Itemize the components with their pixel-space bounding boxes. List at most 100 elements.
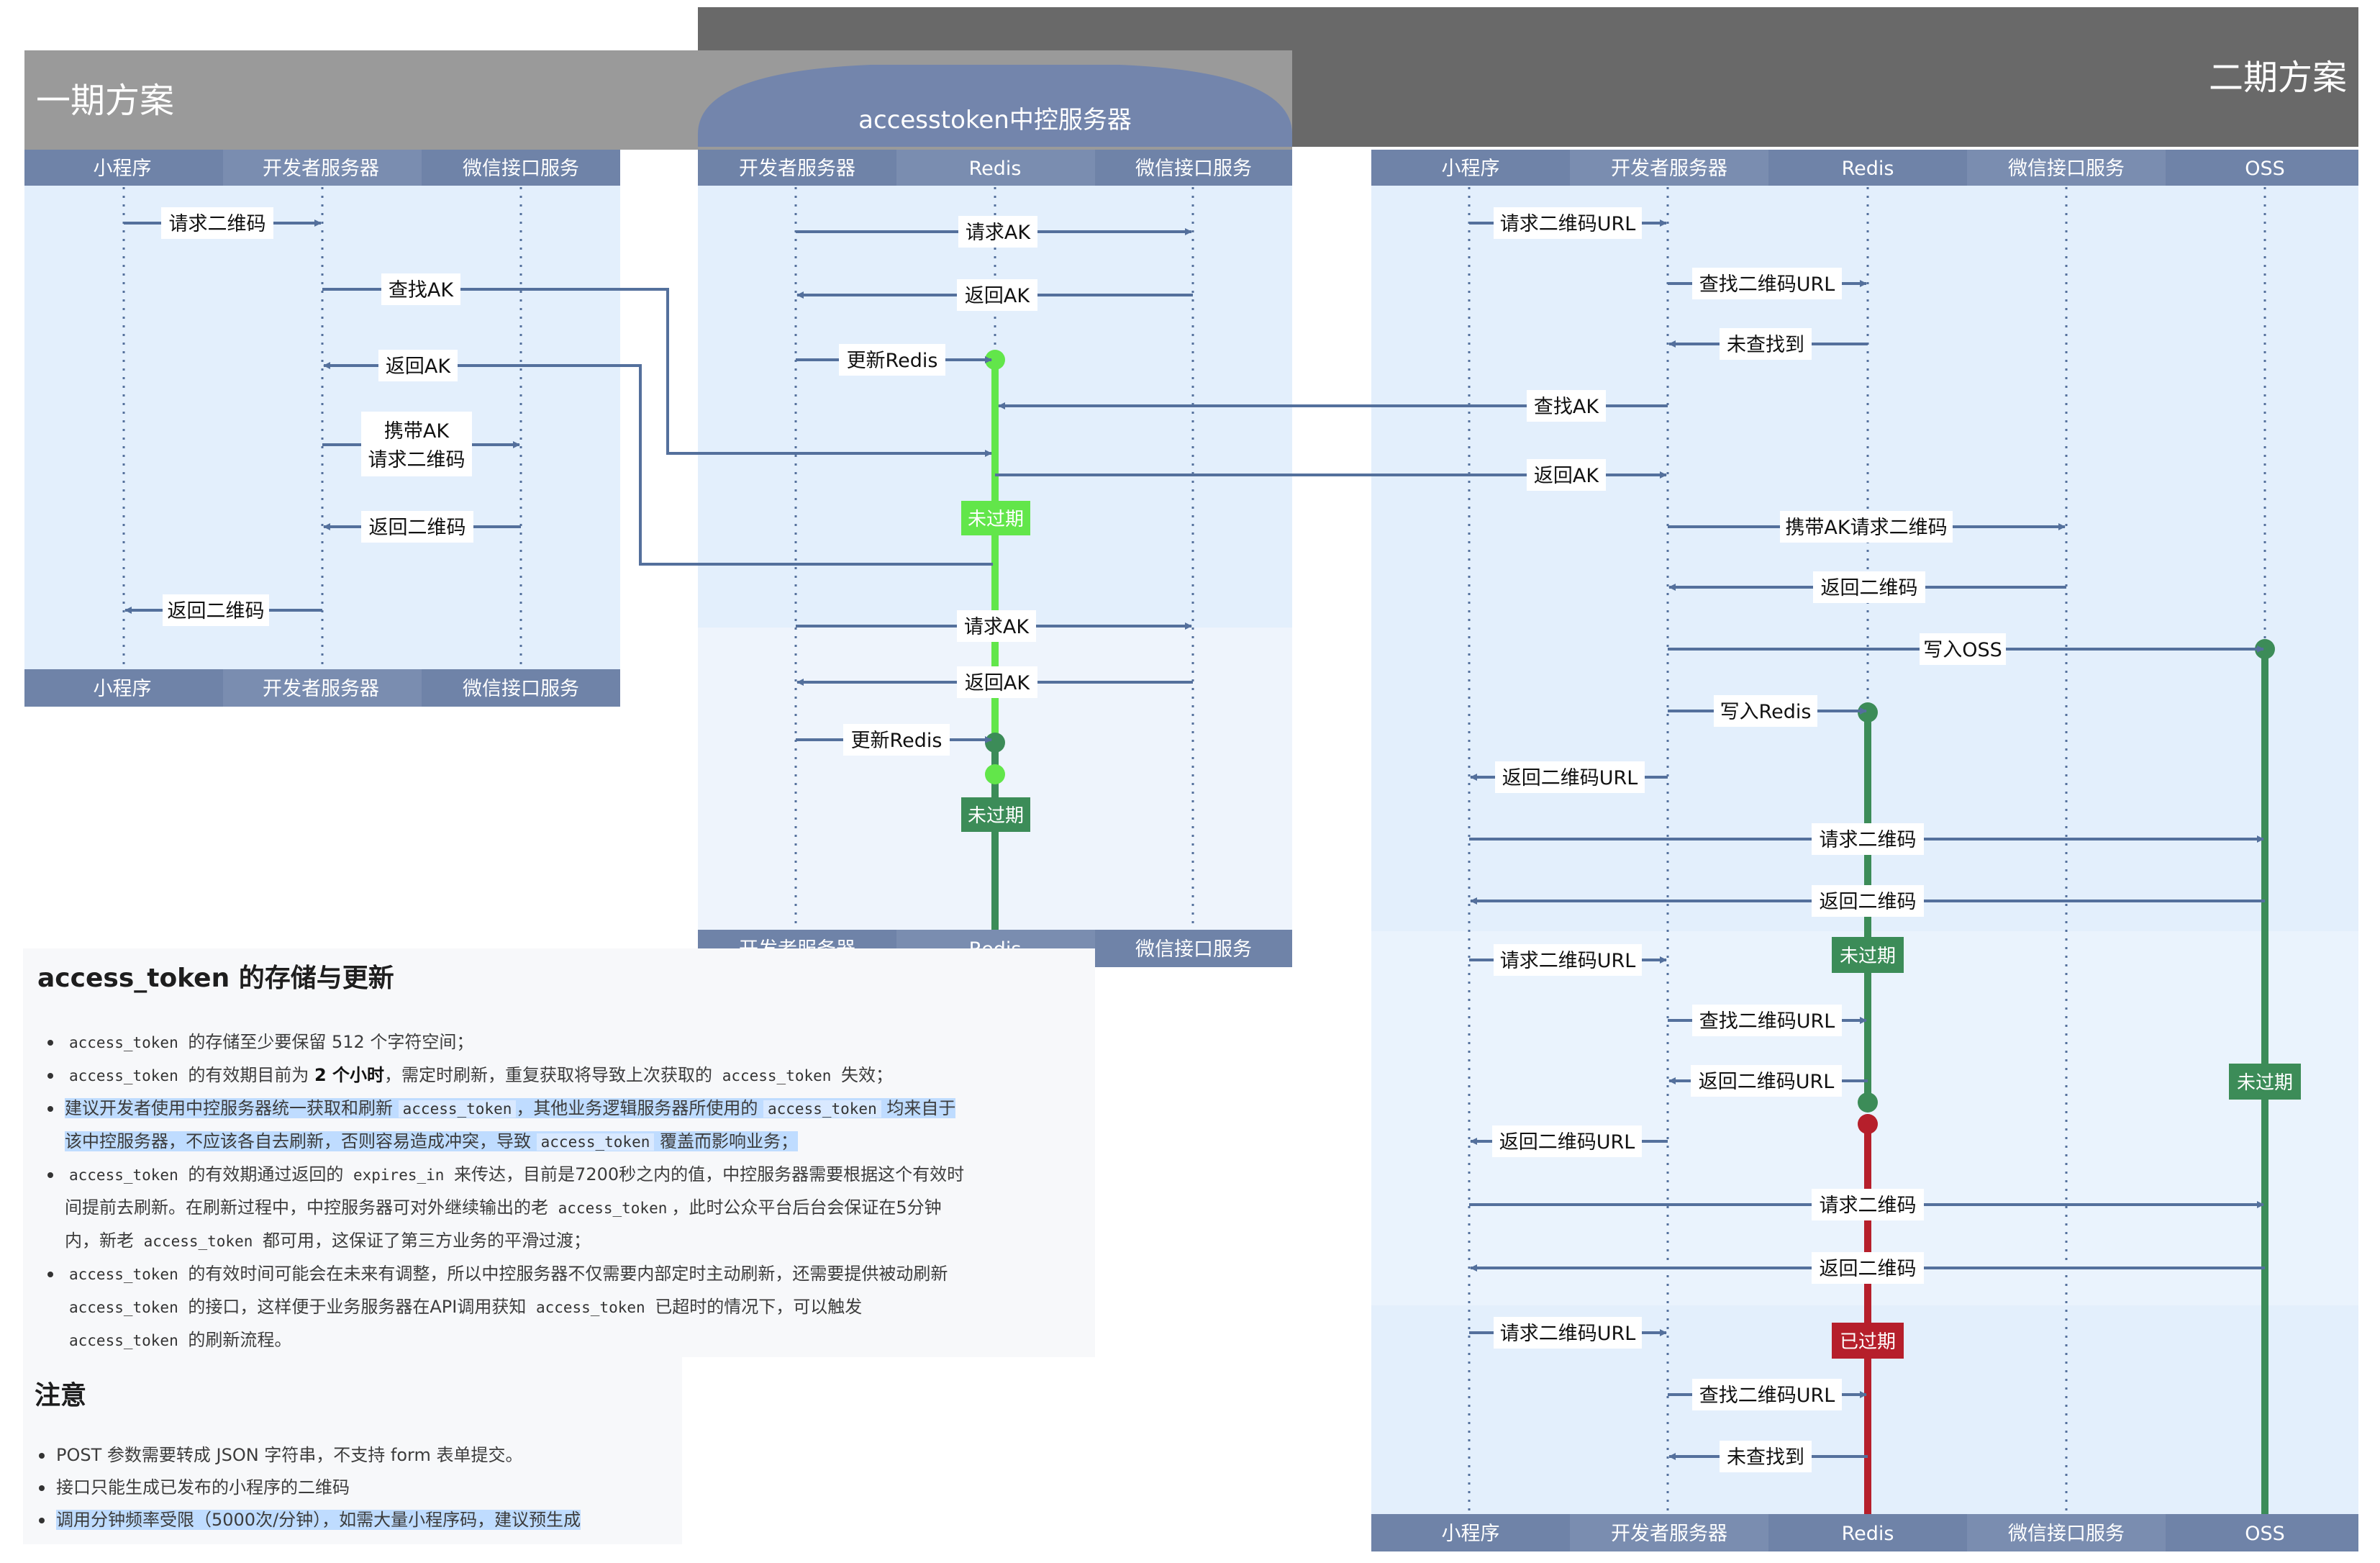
svg-text:返回二维码: 返回二维码	[1820, 1258, 1917, 1280]
svg-text:返回二维码: 返回二维码	[369, 517, 466, 539]
svg-text:返回二维码: 返回二维码	[1820, 891, 1917, 913]
svg-text:查找AK: 查找AK	[389, 279, 454, 302]
msg-p2-return-qrcode: 返回二维码	[1813, 571, 1925, 603]
lane-label-dev: 开发者服务器	[1611, 158, 1727, 180]
msg-p2-find-url-2: 查找二维码URL	[1692, 1005, 1842, 1036]
msg-p2-find-url-3: 查找二维码URL	[1692, 1379, 1842, 1410]
svg-text:未过期: 未过期	[968, 509, 1024, 530]
msg-p2-return-qrcode-3: 返回二维码	[1812, 1252, 1924, 1284]
central-title: accesstoken中控服务器	[858, 106, 1132, 135]
lane-label-mini: 小程序	[1442, 158, 1500, 180]
msg-p2-not-found-2: 未查找到	[1720, 1441, 1812, 1472]
svg-text:查找AK: 查找AK	[1534, 396, 1599, 418]
lane-label-wx: 微信接口服务	[463, 678, 579, 700]
svg-text:写入Redis: 写入Redis	[1720, 701, 1812, 723]
msg-p2-write-oss: 写入OSS	[1920, 633, 2006, 665]
msg-p2-return-url: 返回二维码URL	[1495, 761, 1645, 793]
msg-p1-return-ak: 返回AK	[378, 350, 458, 381]
note2-item-highlighted: 调用分钟频率受限（5000次/分钟），如需大量小程序码，建议预生成	[29, 1504, 676, 1536]
phase2-badge-valid-oss: 未过期	[2229, 1064, 2301, 1100]
phase2-badge-valid-redis: 未过期	[1832, 937, 1904, 973]
svg-text:返回AK: 返回AK	[965, 285, 1030, 307]
lane-label-wx: 微信接口服务	[463, 158, 579, 180]
msg-p2-not-found: 未查找到	[1720, 328, 1812, 360]
phase2-title: 二期方案	[2209, 58, 2347, 98]
msg-p2-request-qrcode: 请求二维码	[1812, 823, 1924, 855]
phase2-badge-expired: 已过期	[1832, 1323, 1904, 1359]
msg-p2-request-url: 请求二维码URL	[1494, 207, 1642, 239]
lane-label-wx: 微信接口服务	[2008, 158, 2125, 180]
msg-p2-request-qrcode-2: 请求二维码	[1812, 1189, 1924, 1220]
msg-p1-return-qrcode-2: 返回二维码	[163, 594, 269, 626]
svg-text:返回AK: 返回AK	[965, 672, 1030, 694]
svg-text:返回二维码URL: 返回二维码URL	[1699, 1071, 1835, 1093]
svg-text:查找二维码URL: 查找二维码URL	[1699, 273, 1835, 296]
msg-p1-find-ak: 查找AK	[381, 273, 460, 305]
svg-text:携带AK请求二维码: 携带AK请求二维码	[1785, 517, 1947, 539]
central-header-cap	[698, 65, 1292, 147]
lane-label-redis: Redis	[1842, 1523, 1894, 1545]
svg-text:请求AK: 请求AK	[964, 616, 1030, 638]
msg-c-update-redis-2: 更新Redis	[843, 724, 950, 756]
svg-text:未过期: 未过期	[968, 805, 1024, 827]
msg-p2-return-url-3: 返回二维码URL	[1492, 1125, 1642, 1157]
msg-p2-carry-ak: 携带AK请求二维码	[1780, 511, 1953, 543]
notes-list: access_token 的存储至少要保留 512 个字符空间； access_…	[37, 1026, 1088, 1357]
svg-text:返回二维码: 返回二维码	[1821, 577, 1918, 599]
svg-text:返回二维码URL: 返回二维码URL	[1499, 1131, 1635, 1154]
svg-text:请求二维码: 请求二维码	[1820, 829, 1917, 851]
lane-label-oss: OSS	[2245, 1523, 2285, 1545]
msg-c-request-ak-2: 请求AK	[957, 610, 1036, 642]
svg-text:未查找到: 未查找到	[1727, 1446, 1804, 1469]
lane-label-dev: 开发者服务器	[1611, 1523, 1727, 1545]
msg-p2-request-url-3: 请求二维码URL	[1494, 1317, 1642, 1349]
phase1-bottom-lanes: 小程序 开发者服务器 微信接口服务	[24, 669, 620, 707]
svg-text:已过期: 已过期	[1840, 1331, 1896, 1353]
lane-label-dev: 开发者服务器	[739, 158, 855, 180]
notes-title: access_token 的存储与更新	[37, 964, 394, 993]
notes2-list: POST 参数需要转成 JSON 字符串，不支持 form 表单提交。 接口只能…	[29, 1439, 676, 1536]
note-item: access_token 的有效期目前为 2 个小时，需定时刷新，重复获取将导致…	[37, 1059, 1088, 1092]
msg-c-request-ak: 请求AK	[958, 216, 1037, 248]
phase1-top-lanes: 小程序 开发者服务器 微信接口服务	[24, 150, 620, 186]
svg-text:未过期: 未过期	[2237, 1072, 2293, 1094]
msg-p1-request-qrcode: 请求二维码	[161, 207, 273, 239]
notes2-title: 注意	[35, 1381, 87, 1410]
msg-p1-return-qrcode: 返回二维码	[361, 511, 473, 543]
svg-text:请求二维码: 请求二维码	[169, 213, 266, 235]
msg-p2-return-ak: 返回AK	[1527, 459, 1606, 491]
lane-label-oss: OSS	[2245, 158, 2285, 180]
svg-text:写入OSS: 写入OSS	[1923, 639, 2002, 661]
lane-label-wx: 微信接口服务	[1135, 938, 1252, 961]
lane-label-dev: 开发者服务器	[263, 678, 379, 700]
svg-text:返回AK: 返回AK	[386, 355, 451, 378]
lane-label-mini: 小程序	[94, 158, 152, 180]
note-item: access_token 的存储至少要保留 512 个字符空间；	[37, 1026, 1088, 1059]
lane-label-redis: Redis	[969, 158, 1022, 180]
svg-text:更新Redis: 更新Redis	[851, 730, 943, 752]
notes-panel	[23, 948, 1095, 1357]
svg-text:未查找到: 未查找到	[1727, 334, 1804, 356]
lane-label-mini: 小程序	[94, 678, 152, 700]
msg-p2-find-url: 查找二维码URL	[1692, 268, 1842, 299]
svg-text:查找二维码URL: 查找二维码URL	[1699, 1010, 1835, 1033]
msg-c-update-redis: 更新Redis	[839, 344, 945, 376]
msg-c-return-ak: 返回AK	[957, 279, 1037, 311]
svg-text:请求二维码: 请求二维码	[368, 449, 465, 471]
lane-label-mini: 小程序	[1442, 1523, 1500, 1545]
svg-text:请求二维码: 请求二维码	[1820, 1195, 1917, 1217]
central-badge-valid-2: 未过期	[961, 797, 1030, 832]
central-top-lanes: 开发者服务器 Redis 微信接口服务	[698, 150, 1292, 186]
msg-p2-write-redis: 写入Redis	[1714, 695, 1817, 727]
phase1-title: 一期方案	[36, 81, 174, 121]
msg-p2-return-qrcode-2: 返回二维码	[1812, 885, 1924, 917]
svg-text:请求AK: 请求AK	[966, 222, 1031, 244]
lifelines	[122, 187, 2068, 1514]
svg-text:返回二维码: 返回二维码	[168, 600, 265, 622]
phase2-bottom-lanes: 小程序 开发者服务器 Redis 微信接口服务 OSS	[1371, 1514, 2358, 1551]
svg-text:携带AK: 携带AK	[384, 420, 450, 443]
central-badge-valid-1: 未过期	[961, 501, 1030, 535]
svg-text:请求二维码URL: 请求二维码URL	[1500, 213, 1636, 235]
svg-text:请求二维码URL: 请求二维码URL	[1500, 950, 1636, 972]
